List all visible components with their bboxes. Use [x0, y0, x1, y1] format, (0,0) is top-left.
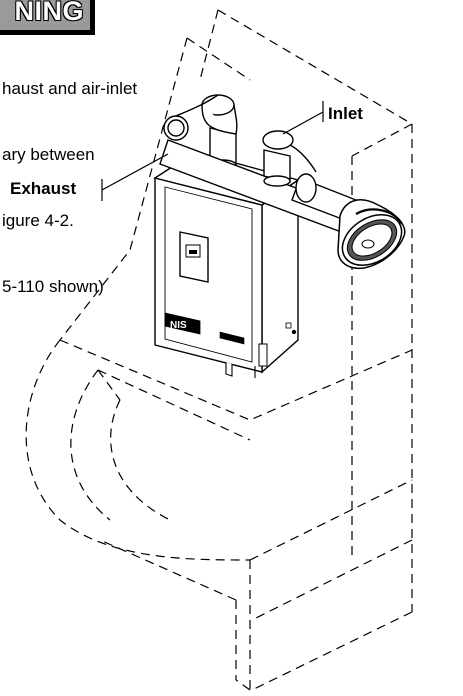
- warning-banner-text: NING: [14, 0, 84, 26]
- warning-line: haust and air-inlet: [2, 79, 138, 98]
- callout-leaders: [101, 101, 324, 201]
- exhaust-pipe-icon: [159, 94, 361, 237]
- warning-line: ary between: [2, 145, 95, 164]
- warning-line: igure 4-2.: [2, 211, 74, 230]
- warning-banner: NING: [0, 0, 92, 32]
- inlet-label: Inlet: [328, 104, 363, 123]
- warning-text: haust and air-inlet ary between igure 4-…: [2, 34, 137, 342]
- svg-text:NIS: NIS: [170, 320, 187, 331]
- warning-line: 5-110 shown): [2, 277, 104, 296]
- inlet-pipe-icon: [262, 130, 357, 223]
- exhaust-label: Exhaust: [10, 179, 77, 198]
- vent-cap-icon: [337, 199, 406, 270]
